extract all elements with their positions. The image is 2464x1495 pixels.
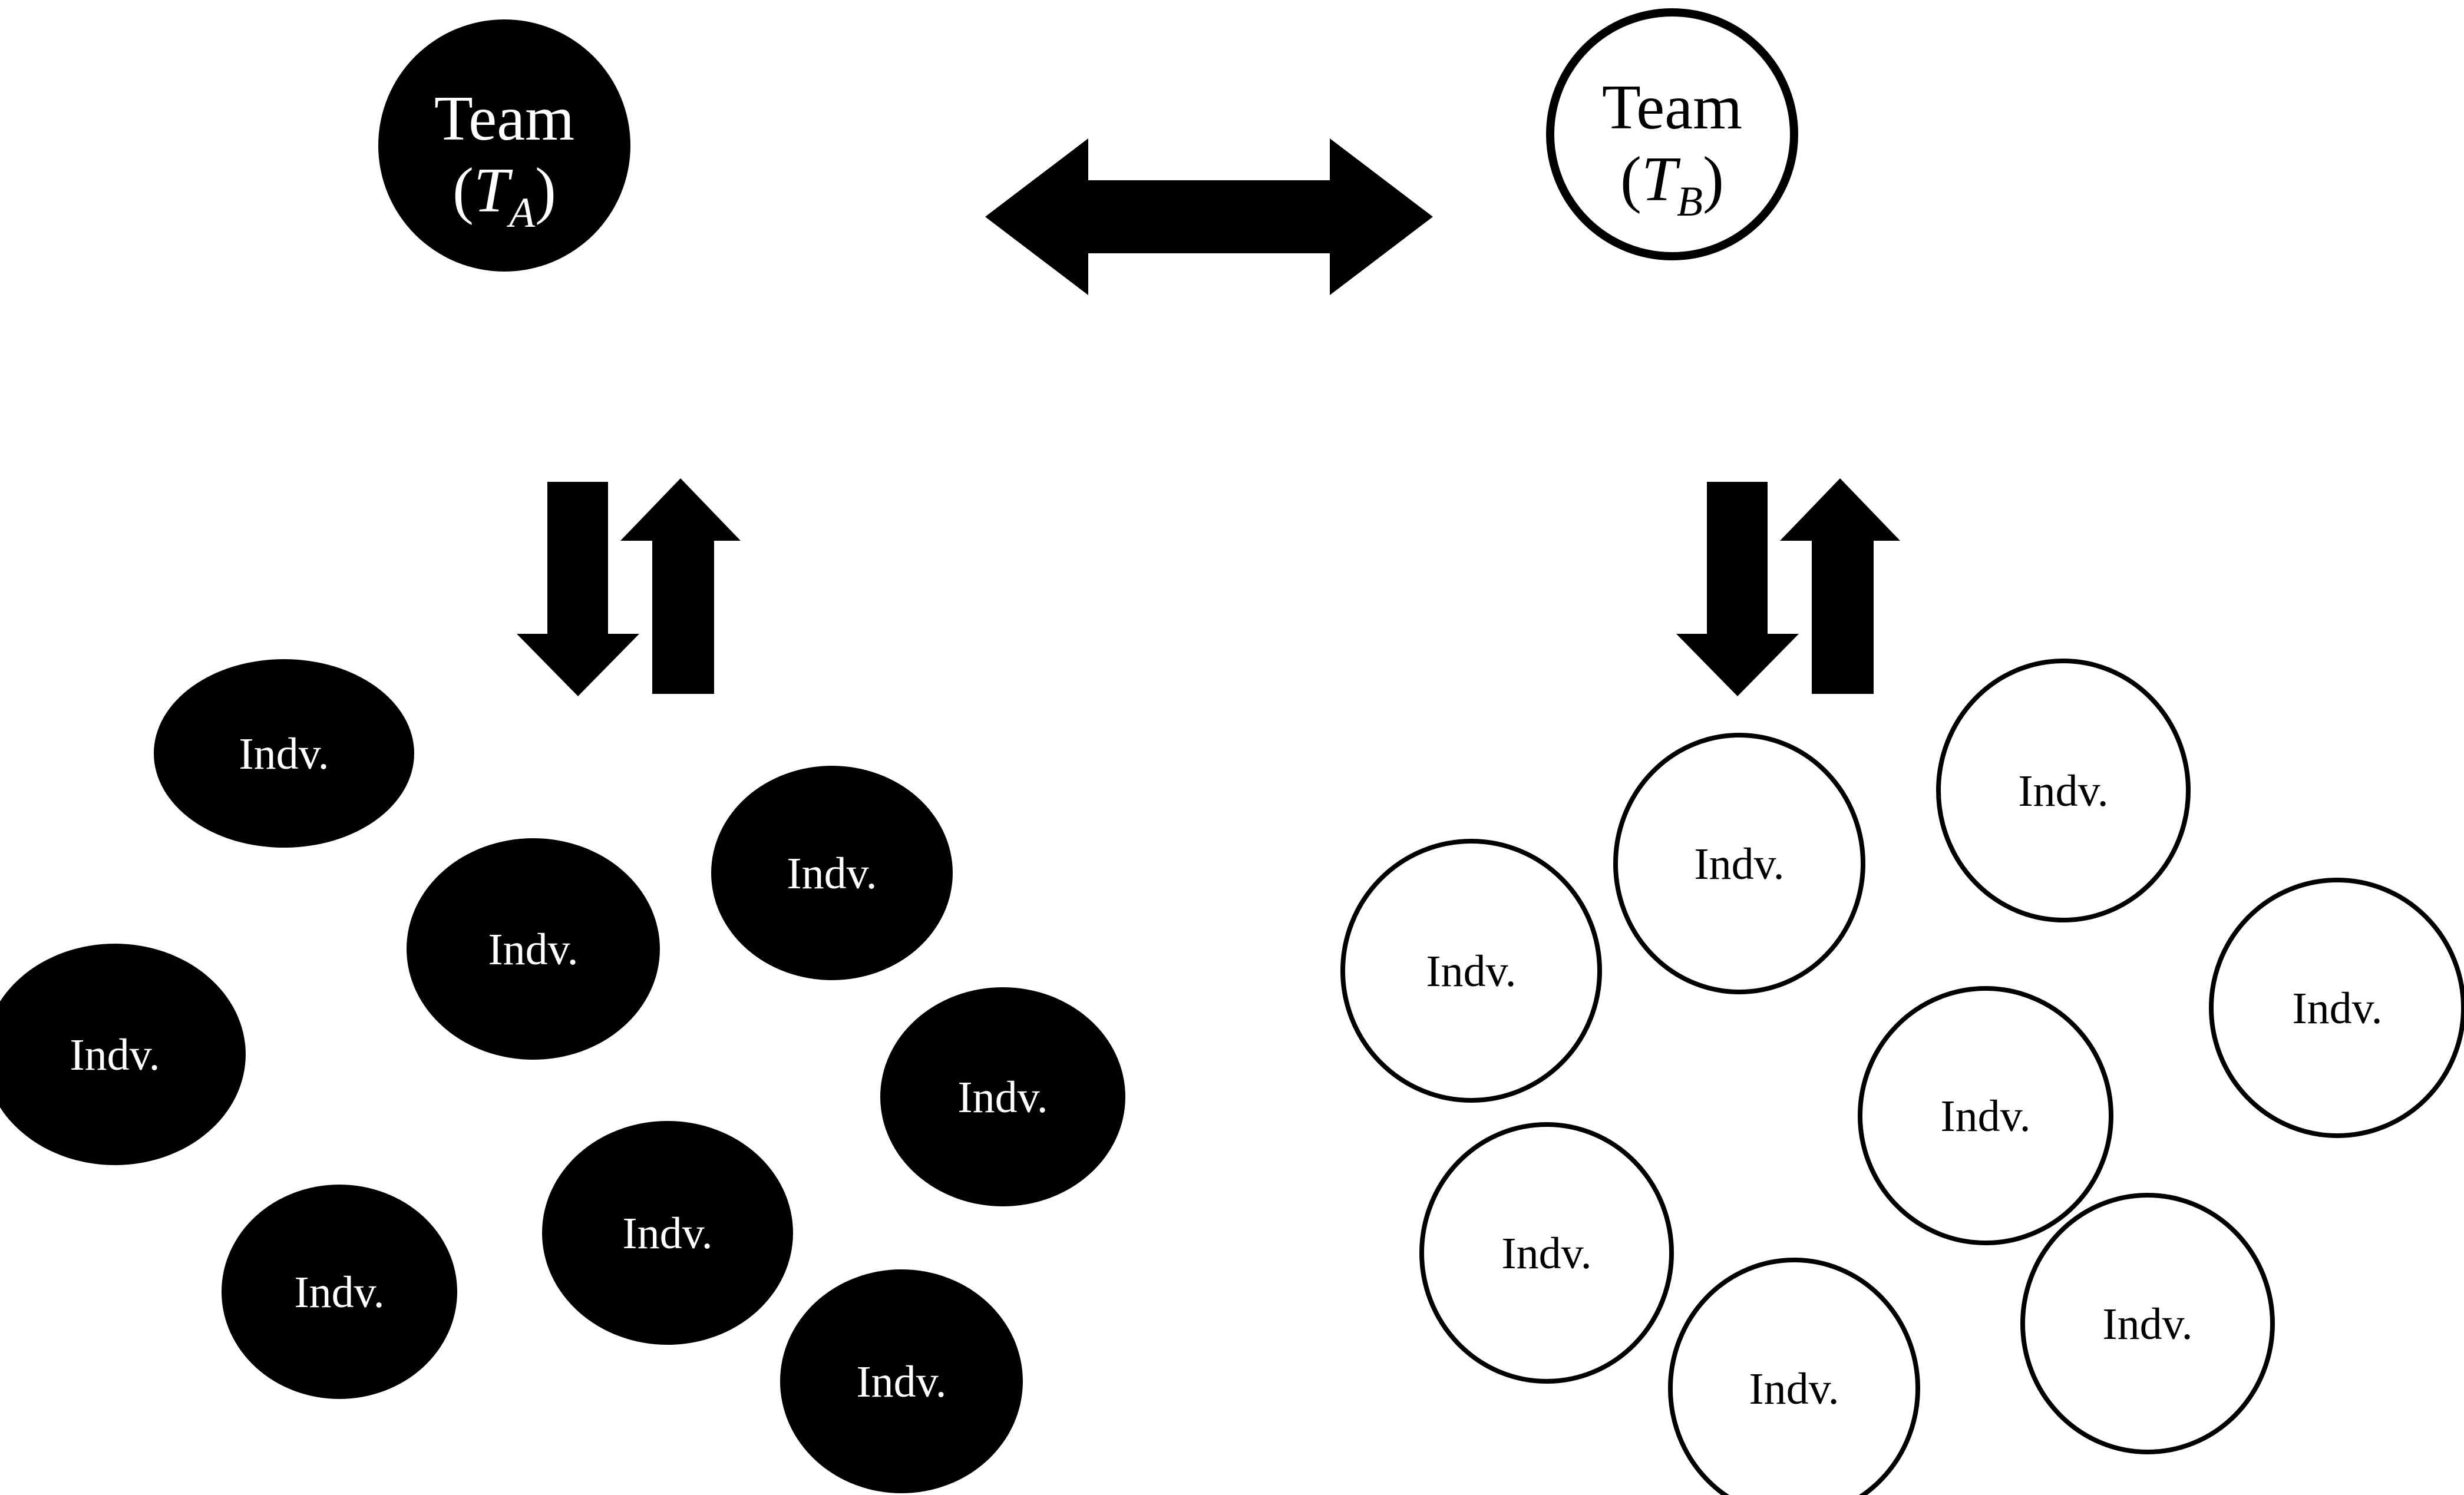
individual-circle — [222, 1185, 457, 1399]
individual-label: Indv. — [239, 729, 329, 779]
individual-node[interactable]: Indv. — [1340, 839, 1602, 1103]
individual-label: Indv. — [1501, 1229, 1591, 1278]
individual-node[interactable]: Indv. — [1858, 986, 2113, 1245]
individual-node[interactable]: Indv. — [222, 1185, 457, 1399]
individual-circle — [1340, 839, 1602, 1103]
individual-node[interactable]: Indv. — [880, 987, 1125, 1206]
individual-label: Indv. — [957, 1073, 1048, 1122]
individual-label: Indv. — [294, 1268, 384, 1317]
team-to-team-double-arrow-icon — [985, 138, 1433, 295]
individual-label: Indv. — [70, 1030, 160, 1080]
team-a-paren-open: ( — [452, 156, 474, 226]
individual-label: Indv. — [787, 849, 877, 898]
team-b-paren-close: ) — [1703, 144, 1724, 214]
individual-cluster-team-b: Indv. Indv. Indv. Indv. Indv. Indv. Indv. Indv. — [1340, 659, 2464, 1495]
individual-label: Indv. — [2102, 1299, 2192, 1349]
individual-node[interactable]: Indv. — [780, 1269, 1023, 1493]
individual-circle — [1936, 659, 2191, 922]
team-b-node[interactable]: Team (TB) — [1546, 8, 1798, 260]
individual-label: Indv. — [1940, 1092, 2030, 1141]
individual-node[interactable]: Indv. — [1936, 659, 2191, 922]
individual-circle — [1419, 1122, 1674, 1384]
individual-node[interactable]: Indv. — [1668, 1258, 1920, 1495]
arrow-down-icon-team-a — [517, 482, 639, 696]
team-b-symbol-subscript: B — [1677, 178, 1703, 225]
individual-circle — [711, 766, 953, 980]
individual-label: Indv. — [622, 1209, 712, 1258]
individual-node[interactable]: Indv. — [1613, 733, 1865, 994]
arrow-down-icon-team-b — [1676, 482, 1799, 696]
team-a-node[interactable]: Team (TA) — [378, 19, 630, 272]
individual-circle — [1668, 1258, 1920, 1495]
individual-label: Indv. — [2018, 766, 2108, 816]
individual-circle — [780, 1269, 1023, 1493]
double-arrow-polygon — [985, 138, 1433, 295]
individual-circle — [2209, 878, 2464, 1138]
individual-circle — [2020, 1193, 2275, 1454]
individual-label: Indv. — [1426, 947, 1516, 996]
exchange-arrows-group — [517, 478, 1900, 696]
individual-circle — [542, 1121, 793, 1345]
individual-circle — [1858, 986, 2113, 1245]
individual-label: Indv. — [488, 925, 578, 974]
individual-label: Indv. — [1749, 1364, 1839, 1414]
arrow-up-icon-team-a — [620, 478, 741, 694]
individual-circle — [1613, 733, 1865, 994]
individual-label: Indv. — [856, 1357, 946, 1407]
team-a-symbol-subscript: A — [507, 189, 536, 236]
individual-label: Indv. — [1694, 839, 1784, 889]
individual-node[interactable]: Indv. — [2209, 878, 2464, 1138]
team-b-name-text: Team — [1602, 72, 1742, 143]
individual-circle — [0, 944, 246, 1165]
team-b-paren-open: ( — [1620, 144, 1641, 214]
team-b-circle — [1546, 8, 1798, 260]
individual-node[interactable]: Indv. — [0, 944, 246, 1165]
individual-node[interactable]: Indv. — [711, 766, 953, 980]
individual-circle — [407, 838, 660, 1060]
team-a-name: Team — [434, 84, 574, 154]
team-a-paren-close: ) — [535, 156, 556, 226]
individual-circle — [154, 659, 414, 848]
individual-cluster-team-a: Indv. Indv. Indv. Indv. Indv. Indv. Indv. Indv. — [0, 659, 1125, 1493]
team-a-name-text: Team — [434, 84, 574, 154]
team-a-symbol: (TA) — [452, 156, 556, 236]
individual-node[interactable]: Indv. — [407, 838, 660, 1060]
individual-circle — [880, 987, 1125, 1206]
individual-node[interactable]: Indv. — [2020, 1193, 2275, 1454]
team-b-symbol: (TB) — [1620, 144, 1724, 225]
individual-node[interactable]: Indv. — [542, 1121, 793, 1345]
team-b-name: Team — [1602, 72, 1742, 143]
individual-node[interactable]: Indv. — [1419, 1122, 1674, 1384]
team-b-symbol-base: T — [1641, 144, 1681, 214]
individual-node[interactable]: Indv. — [154, 659, 414, 848]
team-a-circle — [378, 19, 630, 272]
arrow-up-icon-team-b — [1780, 478, 1900, 694]
individual-label: Indv. — [2292, 984, 2382, 1033]
team-a-symbol-base: T — [474, 156, 513, 226]
